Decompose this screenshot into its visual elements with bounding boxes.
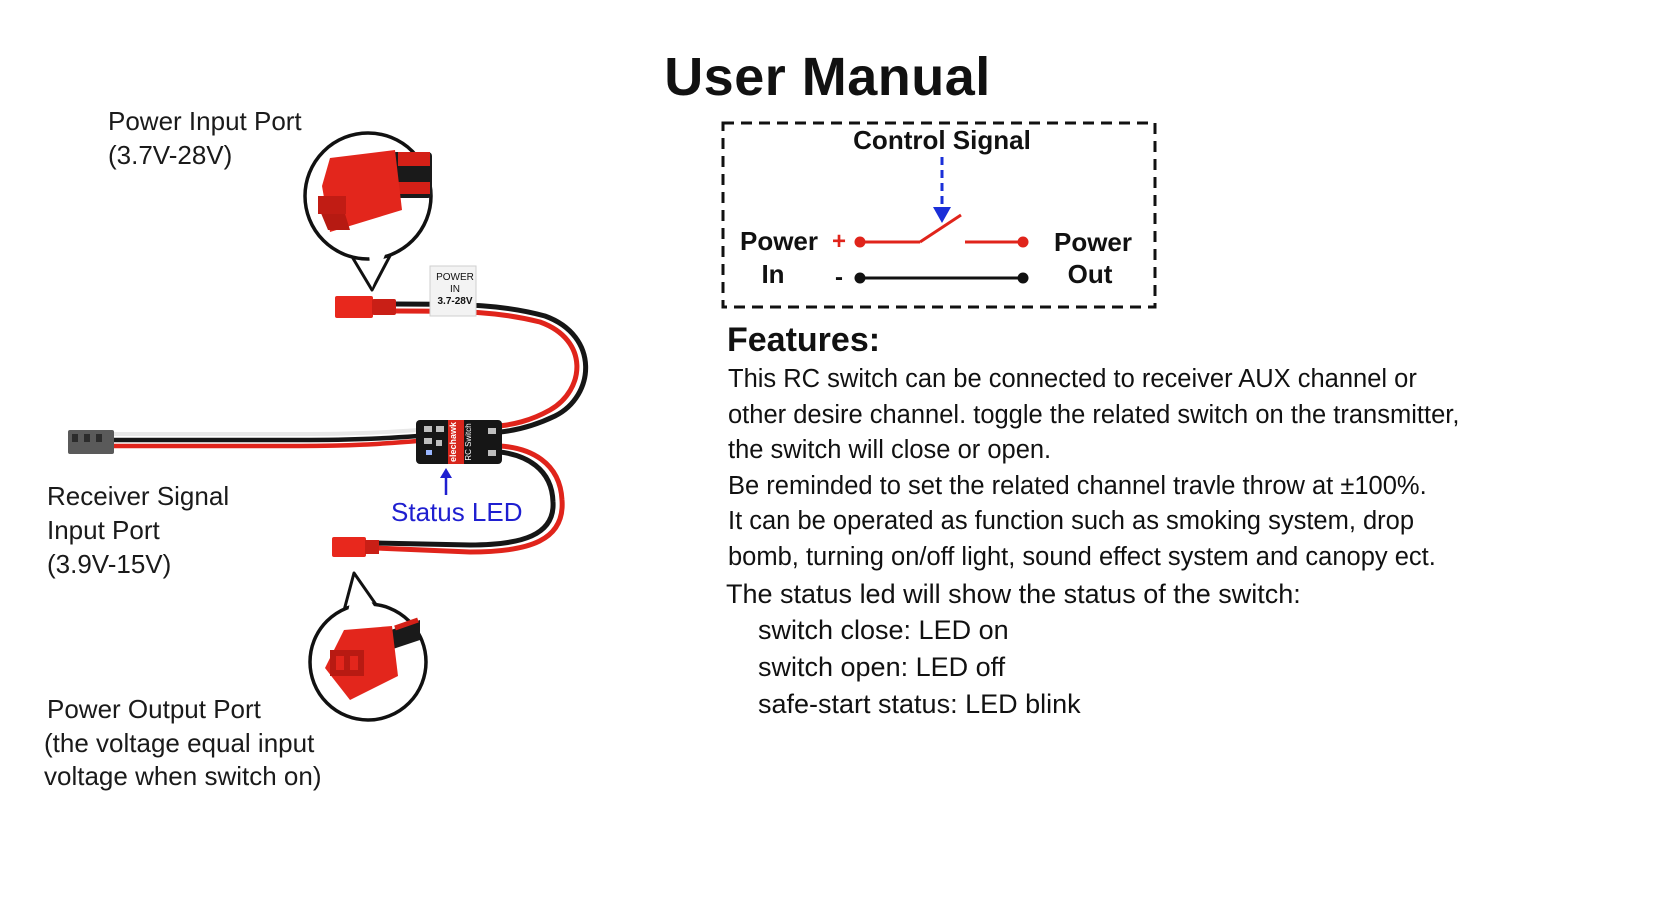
power-out-wires xyxy=(374,443,565,555)
switch-schematic: Control Signal Power In + - Power Out xyxy=(721,121,1157,309)
positive-line xyxy=(854,213,1029,248)
negative-line xyxy=(854,272,1029,284)
status-item: switch open: LED off xyxy=(758,652,1006,682)
cable-tag-line1: POWER xyxy=(436,272,474,283)
cable-tag-line3: 3.7-28V xyxy=(437,296,472,307)
power-in-connector xyxy=(335,296,396,318)
receiver-range: (3.9V-15V) xyxy=(47,549,172,579)
schematic-border xyxy=(721,121,1157,309)
power-input-title: Power Input Port xyxy=(108,106,302,136)
power-input-callout xyxy=(303,131,433,292)
board-model: RC Switch xyxy=(464,423,473,460)
page-title: User Manual xyxy=(664,47,991,107)
power-output-title: Power Output Port xyxy=(47,694,261,724)
status-intro: The status led will show the status of t… xyxy=(726,579,1301,609)
minus-sign: - xyxy=(835,264,843,291)
power-out-line2: Out xyxy=(1068,259,1113,289)
status-list: switch close: LED on switch open: LED of… xyxy=(758,612,1081,723)
features-line: bomb, turning on/off light, sound effect… xyxy=(728,542,1436,571)
features-line: other desire channel. toggle the related… xyxy=(728,400,1460,429)
features-list: This RC switch can be connected to recei… xyxy=(728,362,1459,575)
status-item: switch close: LED on xyxy=(758,615,1009,645)
control-signal-arrow xyxy=(933,207,951,223)
power-in-wires xyxy=(394,301,589,435)
power-in-line1: Power xyxy=(740,226,818,256)
power-out-line1: Power xyxy=(1054,227,1132,257)
cable-tag: POWER IN 3.7-28V xyxy=(429,265,477,317)
features-line: It can be operated as function such as s… xyxy=(728,507,1415,535)
features-line: Be reminded to set the related channel t… xyxy=(728,471,1427,500)
status-led xyxy=(426,450,432,455)
features-line: This RC switch can be connected to recei… xyxy=(728,365,1417,393)
product-illustration: POWER IN 3.7-28V elechawk RC Switch xyxy=(68,131,589,722)
receiver-lead xyxy=(68,428,419,454)
receiver-label-line2: Input Port xyxy=(47,515,160,545)
receiver-label-line1: Receiver Signal xyxy=(47,481,230,511)
power-input-label: Power Input Port (3.7V-28V) xyxy=(108,104,302,172)
status-led-arrow xyxy=(440,468,452,495)
status-item: safe-start status: LED blink xyxy=(758,689,1081,719)
plus-sign: + xyxy=(832,228,846,255)
cable-tag-line2: IN xyxy=(450,284,460,295)
control-signal-label: Control Signal xyxy=(853,125,1031,155)
receiver-label: Receiver Signal Input Port (3.9V-15V) xyxy=(47,479,229,581)
power-output-note-line1: (the voltage equal input xyxy=(44,728,315,758)
rc-switch-board: elechawk RC Switch xyxy=(416,420,502,464)
features-heading: Features: xyxy=(727,321,881,359)
features-line: the switch will close or open. xyxy=(728,436,1052,464)
power-in-line2: In xyxy=(761,259,784,289)
power-output-note-line2: voltage when switch on) xyxy=(44,761,322,791)
status-led-label: Status LED xyxy=(391,497,523,527)
power-output-callout xyxy=(308,571,428,722)
power-output-note: (the voltage equal input voltage when sw… xyxy=(44,727,321,793)
servo-connector xyxy=(68,430,114,454)
board-brand: elechawk xyxy=(448,421,458,462)
switch-blade xyxy=(919,213,962,244)
power-input-range: (3.7V-28V) xyxy=(108,140,233,170)
power-out-connector xyxy=(332,537,379,557)
